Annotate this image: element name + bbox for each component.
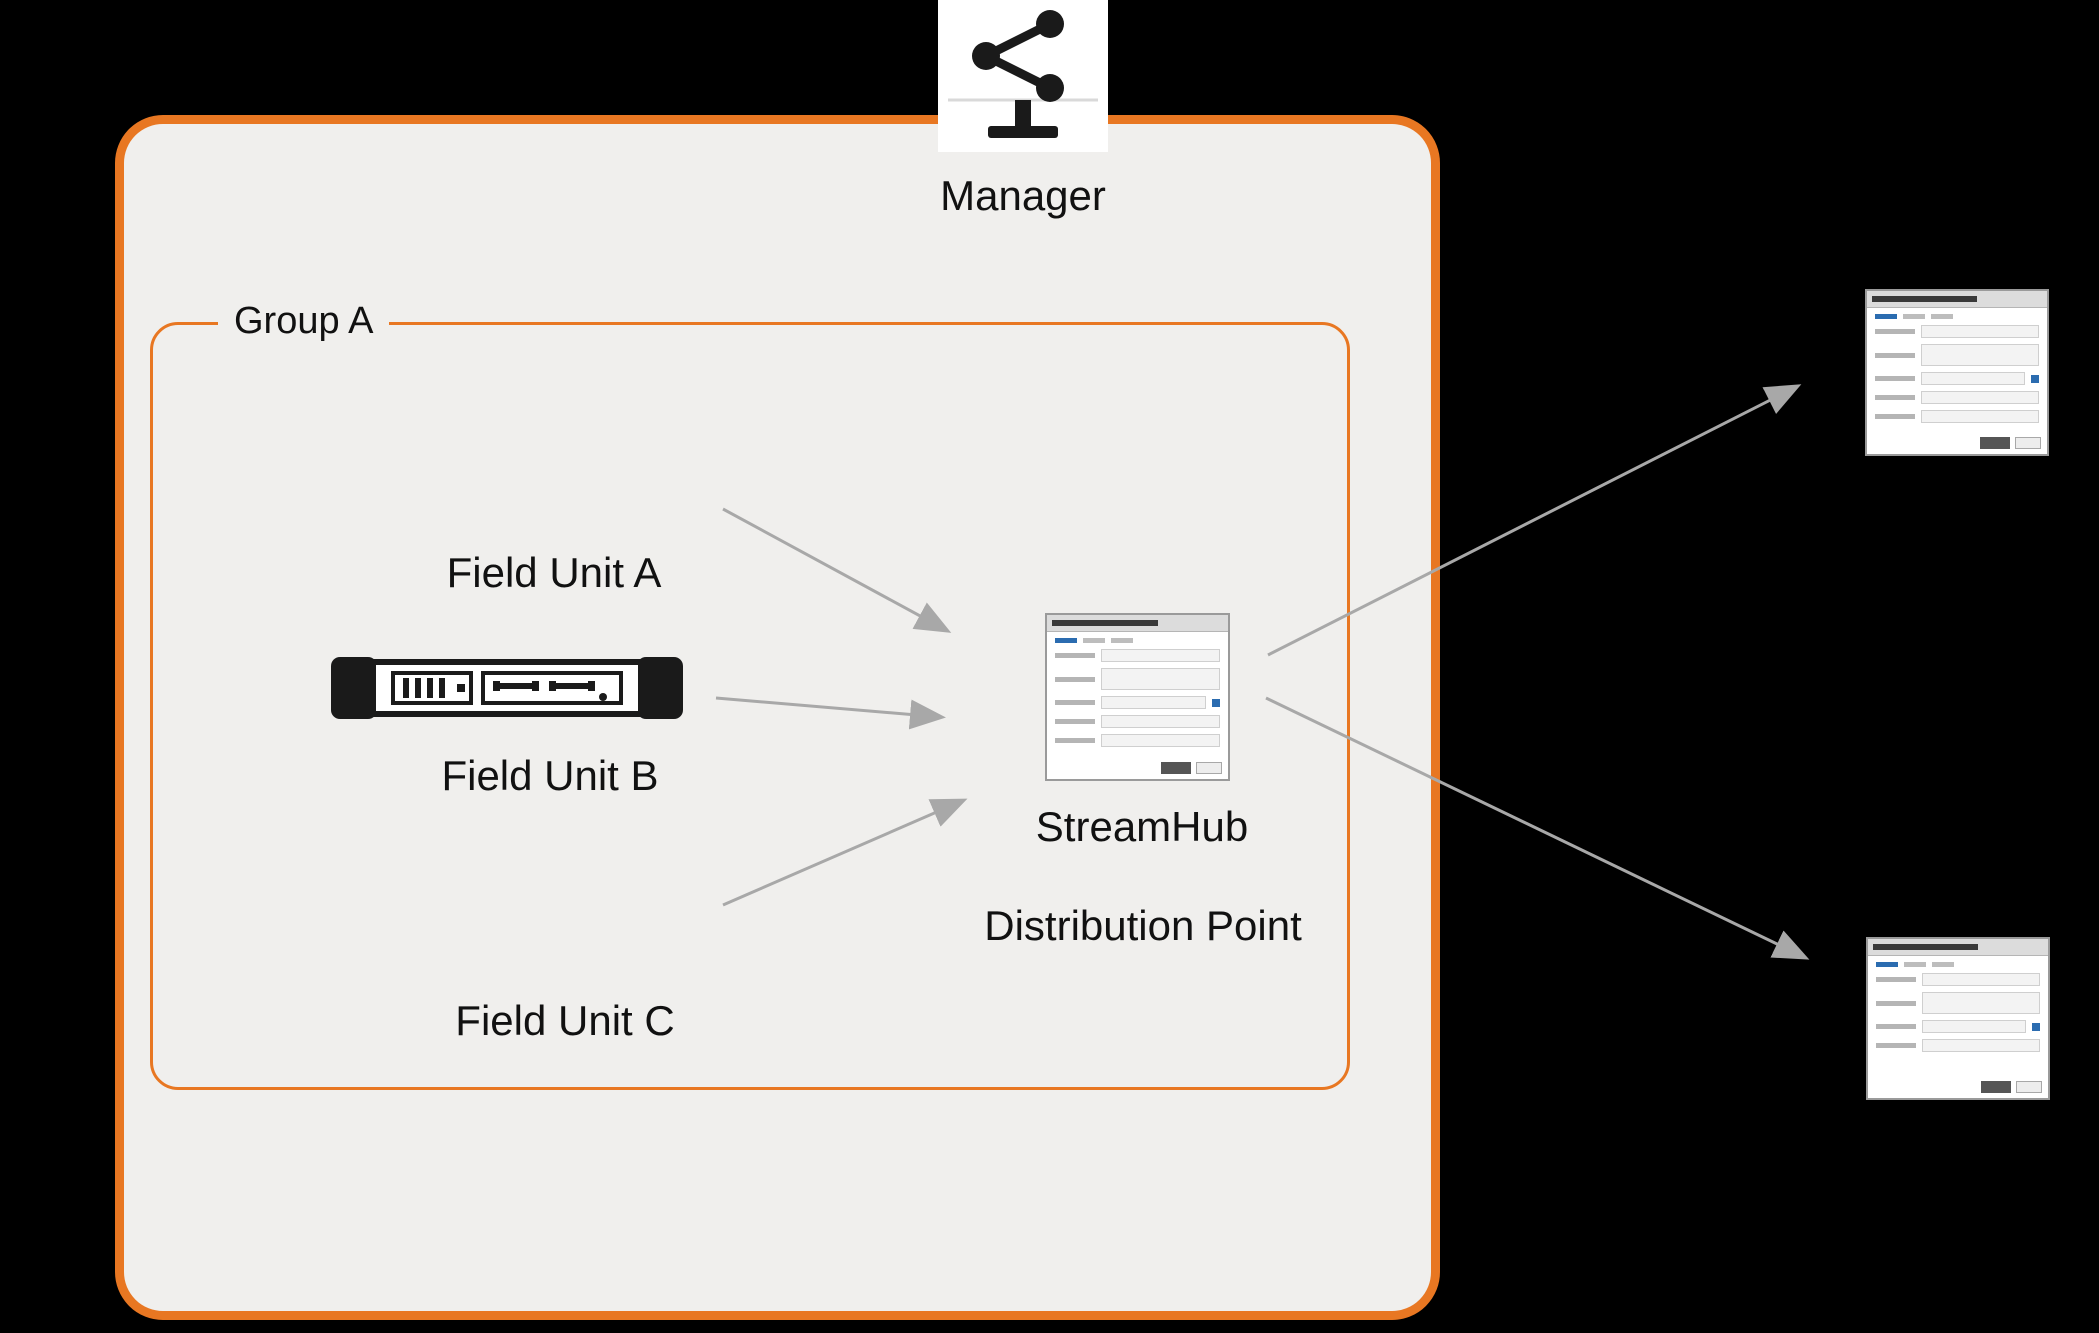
distribution-point-label: Distribution Point [984,902,1302,949]
dialog-titlebar [1047,615,1228,632]
dialog-accent-dot [2031,374,2039,383]
dialog-tab [1904,962,1926,967]
dialog-accent-dot [1212,698,1220,707]
dialog-footer [1047,759,1228,779]
dialog-footer [1868,1078,2048,1098]
receiver-dialog-thumbnail-bottom [1866,937,2050,1100]
dialog-tab [1876,962,1898,967]
dialog-secondary-button [2016,1081,2042,1093]
dialog-tab [1931,314,1953,319]
manager-label: Manager [940,172,1106,219]
dialog-footer [1867,434,2047,454]
dialog-tabs [1047,632,1228,645]
streamhub-label: StreamHub [1035,803,1249,850]
field-unit-device-icon [331,653,683,723]
dialog-form [1867,321,2047,434]
dialog-secondary-button [1196,762,1222,774]
dialog-tab [1932,962,1954,967]
dialog-tab [1083,638,1105,643]
dialog-tabs [1868,956,2048,969]
field-unit-c-label: Field Unit C [455,997,675,1044]
dialog-tabs [1867,308,2047,321]
dialog-tab [1903,314,1925,319]
dialog-tab [1055,638,1077,643]
dialog-accent-dot [2032,1022,2040,1031]
group-a-label: Group A [218,300,390,343]
streamhub-dialog-thumbnail [1045,613,1230,781]
dialog-titlebar [1867,291,2047,308]
manager-monitor-share-icon [938,0,1108,152]
share-icon [948,10,1098,138]
dialog-title-text [1873,944,1979,950]
dialog-title-text [1872,296,1978,302]
field-unit-b-label: Field Unit B [441,752,659,799]
dialog-primary-button [1981,1081,2011,1093]
dialog-secondary-button [2015,437,2041,449]
dialog-title-text [1052,620,1159,626]
dialog-primary-button [1161,762,1191,774]
dialog-tab [1875,314,1897,319]
dialog-form [1868,969,2048,1078]
dialog-form [1047,645,1228,759]
receiver-dialog-thumbnail-top [1865,289,2049,456]
dialog-primary-button [1980,437,2010,449]
field-unit-a-label: Field Unit A [446,549,662,596]
dialog-tab [1111,638,1133,643]
dialog-titlebar [1868,939,2048,956]
